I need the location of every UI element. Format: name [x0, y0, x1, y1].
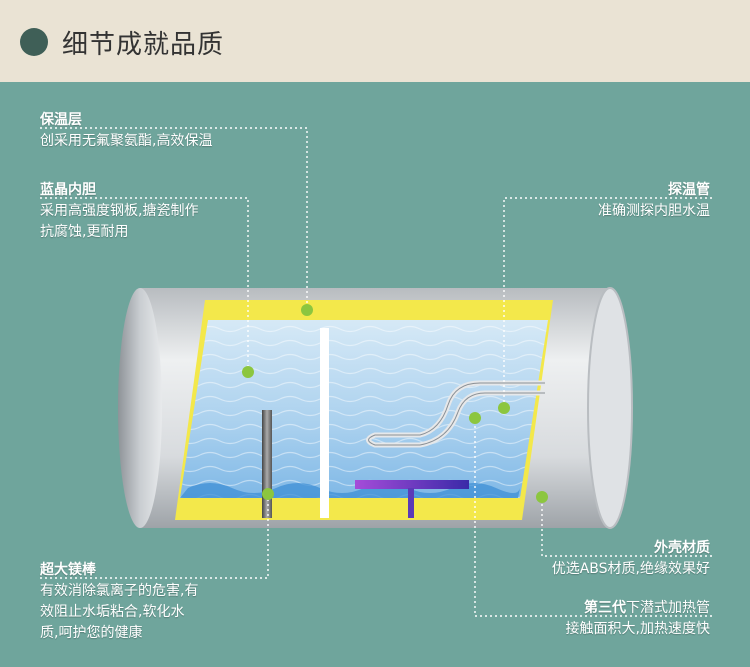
label-tank-desc-2: 抗腐蚀,更耐用 — [40, 224, 129, 240]
leader-lines — [40, 127, 712, 617]
label-anode: 超大镁棒 有效消除氯离子的危害,有 效阻止水垢粘合,软化水 质,呵护您的健康 — [40, 560, 198, 644]
label-insulation-title: 保温层 — [40, 112, 82, 128]
label-anode-desc-2: 效阻止水垢粘合,软化水 — [40, 604, 185, 620]
label-tank: 蓝晶内胆 采用高强度钢板,搪瓷制作 抗腐蚀,更耐用 — [40, 180, 198, 243]
label-probe-title: 探温管 — [668, 182, 710, 198]
label-anode-desc-1: 有效消除氯离子的危害,有 — [40, 583, 199, 599]
outlet-pipe — [320, 328, 329, 518]
label-tank-title: 蓝晶内胆 — [40, 182, 96, 198]
page-title: 细节成就品质 — [62, 30, 225, 60]
label-anode-title: 超大镁棒 — [40, 562, 96, 578]
label-probe-desc: 准确测探内胆水温 — [598, 203, 710, 219]
page-header: 细节成就品质 — [0, 0, 750, 82]
label-shell-title: 外壳材质 — [654, 540, 710, 556]
label-heater: 第三代下潜式加热管 接触面积大,加热速度快 — [566, 598, 710, 640]
shell-right-cap — [587, 287, 633, 529]
label-heater-desc: 接触面积大,加热速度快 — [565, 621, 710, 637]
label-shell: 外壳材质 优选ABS材质,绝缘效果好 — [552, 538, 710, 580]
magnesium-anode — [262, 410, 272, 518]
bullet-icon — [20, 28, 48, 56]
heating-element — [355, 480, 469, 489]
label-tank-desc-1: 采用高强度钢板,搪瓷制作 — [40, 203, 199, 219]
shell-left-cap — [118, 288, 162, 528]
callout-dots — [242, 304, 548, 503]
label-shell-desc: 优选ABS材质,绝缘效果好 — [551, 561, 710, 577]
label-heater-title-rest: 下潜式加热管 — [626, 600, 710, 616]
label-anode-desc-3: 质,呵护您的健康 — [40, 625, 143, 641]
label-heater-title-bold: 第三代 — [584, 600, 626, 616]
label-insulation-desc: 创采用无氟聚氨酯,高效保温 — [40, 133, 213, 149]
label-insulation: 保温层 创采用无氟聚氨酯,高效保温 — [40, 110, 212, 152]
label-heater-title: 第三代下潜式加热管 — [566, 598, 710, 619]
label-probe: 探温管 准确测探内胆水温 — [598, 180, 710, 222]
